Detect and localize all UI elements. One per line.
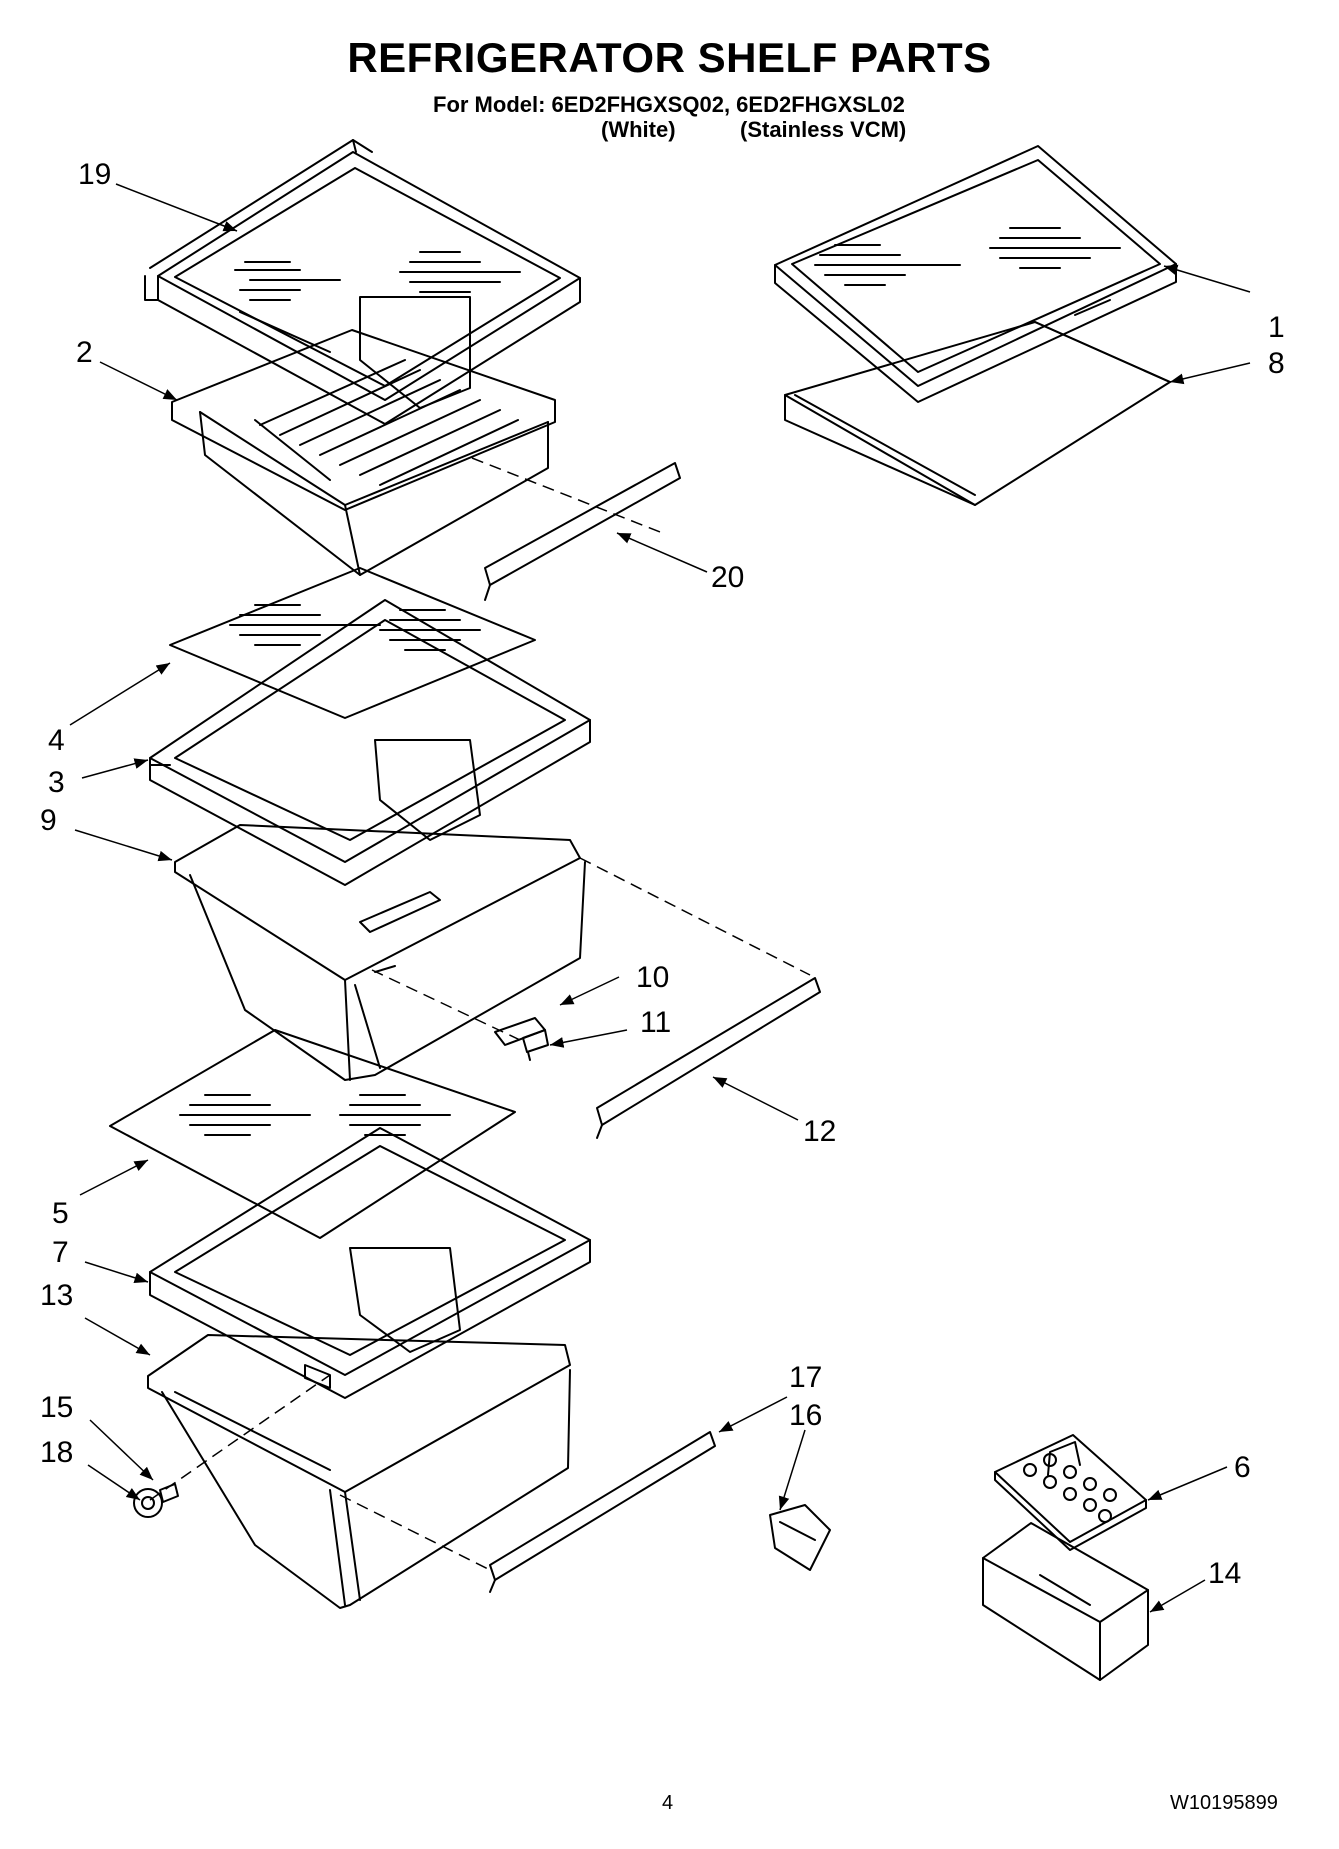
callout-20: 20 — [711, 561, 744, 594]
callout-13: 13 — [40, 1279, 73, 1312]
callout-18: 18 — [40, 1436, 73, 1469]
page-number: 4 — [662, 1792, 674, 1814]
part-1-glass-shelf — [774, 145, 1177, 403]
part-19-crisper-cover — [144, 139, 581, 425]
callout-2: 2 — [76, 336, 93, 369]
part-2-crisper-drawer — [171, 329, 556, 576]
callout-7: 7 — [52, 1236, 69, 1269]
part-11-slide-clip — [522, 1029, 549, 1061]
callout-1: 1 — [1268, 311, 1285, 344]
part-8-shelf-frame — [784, 321, 1171, 506]
callout-5: 5 — [52, 1197, 69, 1230]
document-number: W10195899 — [1170, 1792, 1278, 1814]
callout-15: 15 — [40, 1391, 73, 1424]
part-13-crisper-drawer — [147, 1334, 571, 1609]
callout-16: 16 — [789, 1399, 822, 1432]
callout-19: 19 — [78, 158, 111, 191]
variant-stainless: (Stainless VCM) — [740, 117, 907, 142]
callout-9: 9 — [40, 804, 57, 837]
model-numbers: For Model: 6ED2FHGXSQ02, 6ED2FHGXSL02 — [433, 92, 905, 117]
callout-10: 10 — [636, 961, 669, 994]
variant-white: (White) — [601, 117, 676, 142]
part-15-knob — [133, 1488, 163, 1518]
callout-6: 6 — [1234, 1451, 1251, 1484]
part-14-egg-bin — [982, 1522, 1149, 1681]
part-12-trim-strip — [596, 977, 821, 1139]
part-20-trim-strip — [484, 462, 681, 601]
callout-12: 12 — [803, 1115, 836, 1148]
callout-3: 3 — [48, 766, 65, 799]
part-4-glass-insert — [169, 567, 536, 719]
part-6-egg-tray — [994, 1434, 1147, 1551]
callout-8: 8 — [1268, 347, 1285, 380]
callout-11: 11 — [640, 1006, 671, 1039]
part-5-glass-insert — [109, 1029, 516, 1239]
part-16-bracket — [769, 1504, 831, 1571]
part-17-trim-strip — [489, 1431, 716, 1593]
callout-14: 14 — [1208, 1557, 1241, 1590]
part-3-crisper-frame — [149, 599, 591, 886]
callout-4: 4 — [48, 724, 65, 757]
part-7-crisper-frame — [149, 1127, 591, 1399]
callout-17: 17 — [789, 1361, 822, 1394]
page-title: REFRIGERATOR SHELF PARTS — [347, 34, 992, 81]
